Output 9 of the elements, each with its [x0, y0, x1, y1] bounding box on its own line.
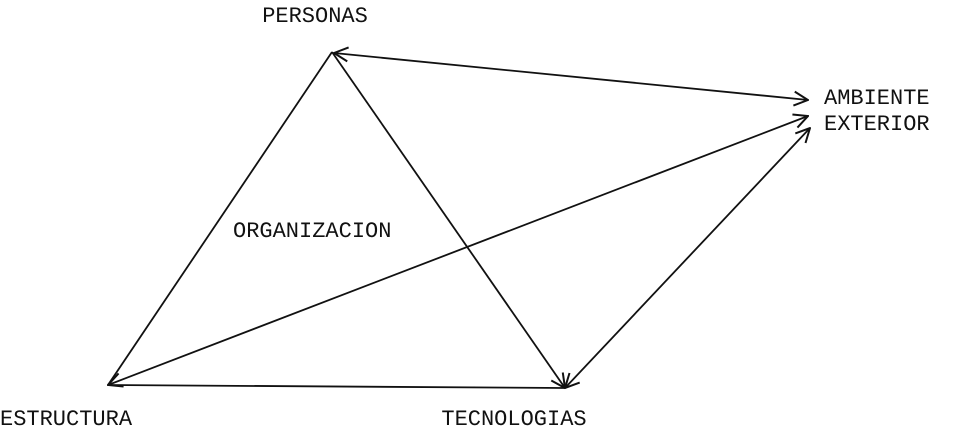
node-label: PERSONAS [262, 4, 368, 30]
arrow [564, 127, 811, 389]
arrow [331, 51, 566, 389]
node-label: TECNOLOGIAS [441, 407, 587, 433]
region-label: ORGANIZACION [233, 219, 392, 245]
arrow [333, 46, 809, 107]
node-label: ESTRUCTURA [0, 407, 132, 433]
node-label: AMBIENTE EXTERIOR [824, 86, 931, 138]
arrow [107, 114, 809, 388]
